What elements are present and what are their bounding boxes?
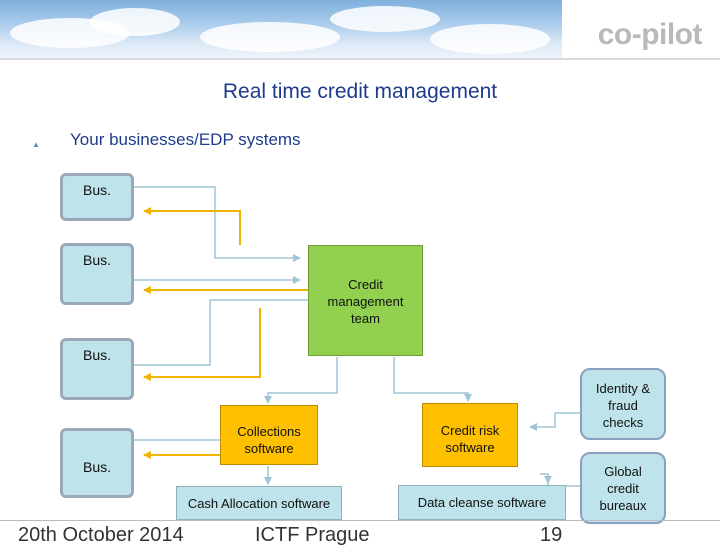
node-line: Credit risk <box>440 423 500 438</box>
arrow-team-to-bus3 <box>143 308 261 381</box>
co-pilot-logo: co-pilot <box>597 18 703 51</box>
footer-date: 20th October 2014 <box>18 524 184 546</box>
node-line: Global <box>604 464 642 479</box>
bus-node-4: Bus. <box>60 428 134 498</box>
arrow-bus3-to-team <box>134 300 211 366</box>
data-cleanse-software-node: Data cleanse software <box>398 485 566 520</box>
bus-node-2: Bus. <box>60 243 134 305</box>
bus-node-label: Bus. <box>83 347 112 363</box>
header-banner <box>0 0 562 58</box>
node-line: team <box>351 311 380 326</box>
node-label: Cash Allocation software <box>187 496 331 511</box>
bus-node-3: Bus. <box>60 338 134 400</box>
header-divider <box>0 58 720 60</box>
credit-risk-software-node: Credit risk software <box>422 403 518 467</box>
cash-allocation-software-node: Cash Allocation software <box>176 486 342 520</box>
identity-fraud-checks-node: Identity & fraud checks <box>580 368 666 440</box>
bus-node-label: Bus. <box>83 252 112 268</box>
collections-software-node: Collections software <box>220 405 318 465</box>
arrow-team-to-collections <box>264 357 338 404</box>
slide-title: Real time credit management <box>222 80 498 103</box>
global-credit-bureaux-node: Global credit bureaux <box>580 452 666 524</box>
bus-node-label: Bus. <box>83 459 112 475</box>
header-logo-area: co-pilot <box>562 0 720 58</box>
node-line: Collections <box>237 424 301 439</box>
node-label: Data cleanse software <box>417 495 547 510</box>
bus-node-1: Bus. <box>60 173 134 221</box>
arrow-team-to-credit-risk <box>393 357 472 402</box>
node-line: credit <box>607 481 639 496</box>
slide-subtitle: Your businesses/EDP systems <box>70 130 301 149</box>
footer-event: ICTF Prague <box>255 524 370 546</box>
footer-page-number: 19 <box>540 524 563 546</box>
node-line: checks <box>602 415 644 430</box>
node-line: bureaux <box>599 498 647 513</box>
node-line: fraud <box>608 398 638 413</box>
node-line: Identity & <box>595 381 651 396</box>
arrow-team-to-bus1 <box>143 207 241 245</box>
bullet-icon: ▲ <box>32 140 40 149</box>
node-line: Credit <box>348 277 383 292</box>
arrow-bus1-to-team <box>134 186 301 262</box>
node-line: management <box>327 294 404 309</box>
arrow-identity-to-risk <box>529 412 580 431</box>
node-line: software <box>244 441 294 456</box>
bus-node-label: Bus. <box>83 182 112 198</box>
credit-management-team-node: Credit management team <box>308 245 423 356</box>
footer-divider <box>0 520 720 521</box>
node-line: software <box>445 440 495 455</box>
